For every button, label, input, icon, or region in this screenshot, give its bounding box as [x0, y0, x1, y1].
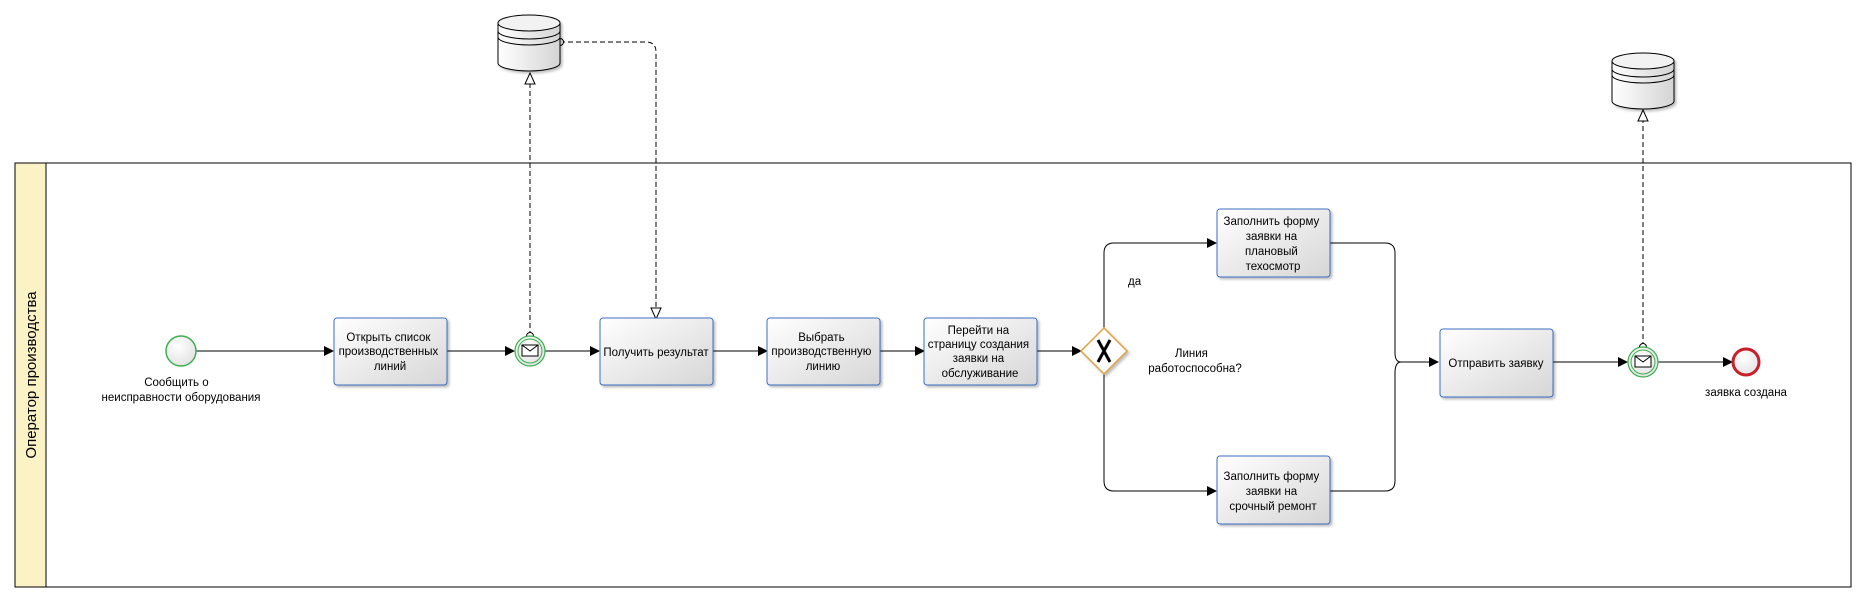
exclusive-gateway-x-icon: [1096, 339, 1112, 363]
flow-urgent-to-send: [1330, 361, 1402, 492]
task-select-line[interactable]: Выбрать производственную линию: [766, 317, 881, 386]
task-open-line-list[interactable]: Открыть список производственных линий: [333, 317, 448, 386]
lane-header: [14, 162, 47, 588]
data-store-icon: [497, 23, 561, 72]
svg-text:Заполнить форму заявки н: Заполнить форму заявки на срочный ремонт: [1224, 471, 1323, 513]
task-goto-request-page[interactable]: Перейти на страницу создания заявки на о…: [923, 317, 1038, 386]
svg-text:Получить результат: Получить результат: [603, 347, 709, 359]
flow-planned-to-send: [1330, 242, 1439, 367]
gateway-question-label: Линия работоспособна?: [1148, 348, 1241, 375]
exclusive-gateway[interactable]: [1079, 326, 1129, 376]
data-store-1: [497, 14, 561, 72]
gateway-yes-label: да: [1128, 276, 1142, 288]
task-send-request[interactable]: Отправить заявку: [1439, 328, 1554, 398]
svg-text:Отправить заявку: Отправить заявку: [1448, 358, 1543, 370]
end-event[interactable]: [1731, 347, 1761, 377]
data-store-icon: [1611, 61, 1675, 110]
envelope-icon: [521, 344, 539, 357]
end-event-label: заявка создана: [1705, 387, 1788, 399]
task-fill-urgent-repair[interactable]: Заполнить форму заявки на срочный ремонт: [1216, 455, 1331, 525]
flow-gateway-to-planned: [1103, 238, 1217, 328]
data-associations: [524, 41, 1649, 347]
intermediate-message-event-1[interactable]: [514, 335, 546, 367]
svg-text:Перейти на страницу созд: Перейти на страницу создания заявки на о…: [928, 325, 1033, 380]
envelope-icon: [1634, 355, 1652, 368]
svg-text:Заполнить форму заявки н: Заполнить форму заявки на плановый техос…: [1224, 216, 1323, 273]
lane-title: Оператор производства: [23, 291, 40, 459]
intermediate-message-event-2[interactable]: [1627, 346, 1659, 378]
svg-text:Открыть список производс: Открыть список производственных линий: [339, 332, 442, 373]
start-event-label: Сообщить о неисправности оборудования: [102, 377, 261, 404]
task-fill-planned-inspection[interactable]: Заполнить форму заявки на плановый техос…: [1216, 208, 1331, 278]
task-get-result[interactable]: Получить результат: [599, 317, 714, 386]
data-store-2: [1611, 52, 1675, 110]
sequence-flows: [196, 238, 1733, 496]
flow-gateway-to-urgent: [1103, 374, 1217, 496]
start-event[interactable]: [165, 335, 197, 367]
svg-text:Выбрать производственную: Выбрать производственную линию: [771, 332, 874, 373]
